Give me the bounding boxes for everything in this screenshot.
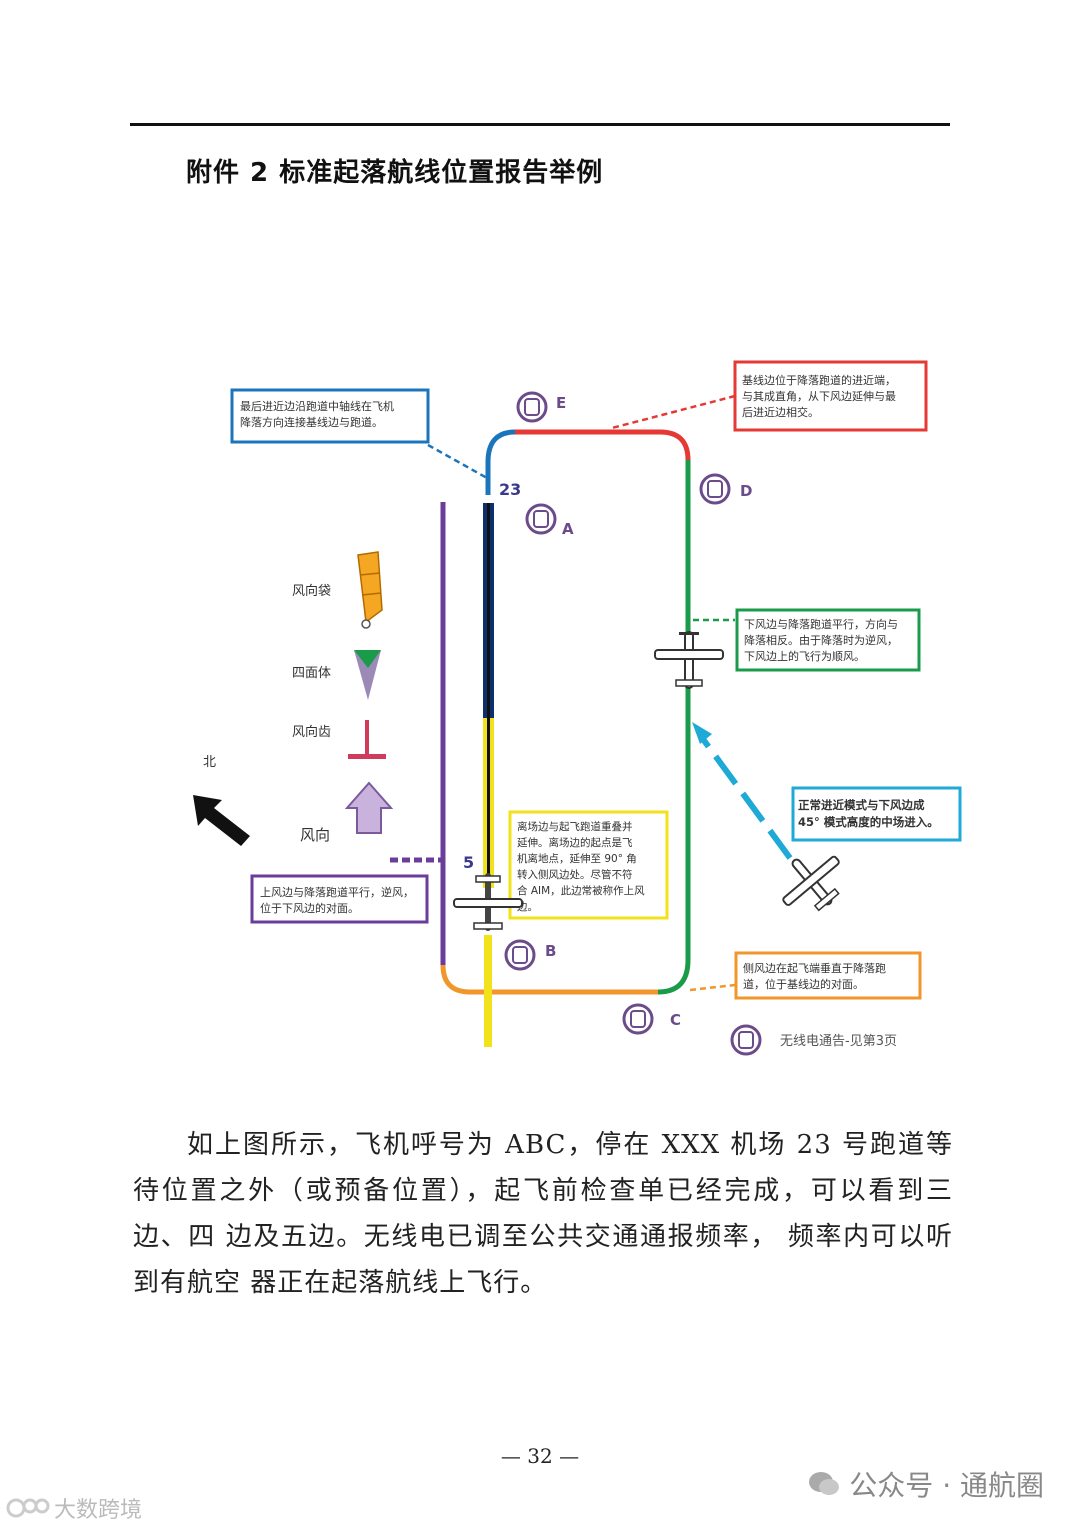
north-arrow-icon — [193, 795, 250, 846]
final-callout-line2: 降落方向连接基线边与跑道。 — [240, 415, 383, 429]
body-paragraph-text: 如上图所示，飞机呼号为 ABC，停在 XXX 机场 23 号跑道等待位置之外（或… — [133, 1130, 953, 1298]
tetrahedron-label: 四面体 — [292, 666, 331, 681]
departure-extension — [484, 935, 492, 1047]
tetrahedron-icon — [354, 650, 381, 700]
final-leg — [485, 429, 516, 495]
radio-point-a: A — [525, 503, 574, 538]
radio-point-label: C — [670, 1011, 681, 1029]
radio-point-label: B — [545, 942, 556, 960]
base-callout-line3: 后进近边相交。 — [742, 405, 819, 419]
page-title: 附件 2 标准起落航线位置报告举例 — [186, 158, 604, 188]
upwind-callout-line1: 上风边与降落跑道平行，逆风， — [260, 885, 414, 899]
radio-point-label: E — [556, 394, 566, 412]
departure-callout-line3: 机离地点，延伸至 90° 角 — [517, 852, 637, 865]
upwind-callout: 上风边与降落跑道平行，逆风， 位于下风边的对面。 — [250, 874, 429, 924]
crosswind-callout: 侧风边在起飞端垂直于降落跑 道，位于基线边的对面。 — [734, 951, 922, 1000]
windsock-label: 风向袋 — [292, 583, 331, 599]
watermark-left: 大数跨境 — [6, 1492, 142, 1524]
radio-legend: 无线电通告-见第3页 — [730, 1024, 897, 1056]
departure-callout: 离场边与起飞跑道重叠并 延伸。离场边的起点是飞 机离地点，延伸至 90° 角 转… — [508, 810, 669, 920]
upwind-callout-line2: 位于下风边的对面。 — [260, 901, 359, 915]
departure-callout-line2: 延伸。离场边的起点是飞 — [517, 836, 633, 849]
entry-arrow-head — [692, 722, 712, 744]
top-rule — [130, 123, 950, 126]
windtee-label: 风向齿 — [292, 724, 331, 740]
final-callout-line1: 最后进近边沿跑道中轴线在飞机 — [240, 399, 394, 413]
radio-point-b: B — [504, 939, 556, 971]
watermark-right: 公众号 · 通航圈 — [807, 1464, 1044, 1504]
radio-point-label: D — [740, 482, 752, 500]
downwind-callout: 下风边与降落跑道平行，方向与 降落相反。由于降落时为逆风， 下风边上的飞行为顺风… — [735, 608, 921, 672]
departure-callout-line5: 合 AIM，此边常被称作上风 — [517, 884, 645, 897]
downwind-callout-line2: 降落相反。由于降落时为逆风， — [744, 633, 898, 647]
wind-direction-arrow-icon — [344, 781, 394, 834]
crosswind-leader — [689, 983, 736, 992]
wind-direction-label: 风向 — [300, 826, 330, 844]
radio-point-label: A — [562, 520, 574, 538]
radio-point-c: C — [622, 1003, 681, 1035]
downwind-callout-line3: 下风边上的飞行为顺风。 — [744, 649, 865, 663]
departure-callout-line1: 离场边与起飞跑道重叠并 — [517, 820, 633, 833]
base-callout-line1: 基线边位于降落跑道的进近端， — [742, 373, 896, 387]
north-label: 北 — [203, 755, 216, 770]
aircraft-entry-icon — [782, 855, 840, 912]
entry-callout: 正常进近模式与下风边成 45° 模式高度的中场进入。 — [791, 786, 962, 842]
final-callout: 最后进近边沿跑道中轴线在飞机 降落方向连接基线边与跑道。 — [230, 388, 430, 444]
entry-leg-dashed — [697, 733, 793, 860]
page-number: — 32 — — [500, 1444, 580, 1468]
runway-number-23: 23 — [499, 480, 521, 499]
watermark-left-text: 大数跨境 — [54, 1498, 143, 1523]
radio-note: 无线电通告-见第3页 — [780, 1034, 897, 1049]
aircraft-downwind-icon — [654, 631, 724, 689]
traffic-pattern-diagram: 23 5 最后进近边沿跑道中轴线在飞机 降落方向连接基线边与跑道。 基线边位于降… — [193, 360, 962, 1056]
base-callout: 基线边位于降落跑道的进近端， 与其成直角，从下风边延伸与最 后进近边相交。 — [733, 360, 928, 432]
radio-point-e: E — [516, 391, 566, 423]
crosswind-callout-line2: 道，位于基线边的对面。 — [743, 977, 864, 991]
crosswind-callout-line1: 侧风边在起飞端垂直于降落跑 — [743, 961, 886, 975]
wechat-icon — [809, 1472, 840, 1495]
downwind-leg — [657, 460, 691, 995]
crosswind-leg — [440, 964, 658, 995]
windtee-icon — [348, 720, 386, 759]
watermark-right-text: 公众号 · 通航圈 — [849, 1469, 1044, 1502]
runway-centerline — [487, 503, 490, 888]
base-callout-line2: 与其成直角，从下风边延伸与最 — [742, 389, 896, 403]
base-corner — [659, 429, 691, 461]
base-leader — [611, 394, 736, 430]
final-leader — [427, 443, 488, 480]
brand-logo-icon — [6, 1498, 50, 1518]
body-paragraph: 如上图所示，飞机呼号为 ABC，停在 XXX 机场 23 号跑道等待位置之外（或… — [133, 1122, 953, 1306]
runway-number-5: 5 — [463, 853, 474, 872]
radio-point-d: D — [699, 473, 752, 505]
entry-callout-line2: 45° 模式高度的中场进入。 — [798, 815, 939, 829]
downwind-callout-line1: 下风边与降落跑道平行，方向与 — [744, 617, 898, 631]
departure-callout-line4: 转入侧风边处。尽管不符 — [517, 868, 633, 881]
entry-callout-line1: 正常进近模式与下风边成 — [798, 798, 925, 812]
aircraft-departure-icon — [453, 873, 523, 931]
windsock-icon — [357, 551, 383, 629]
